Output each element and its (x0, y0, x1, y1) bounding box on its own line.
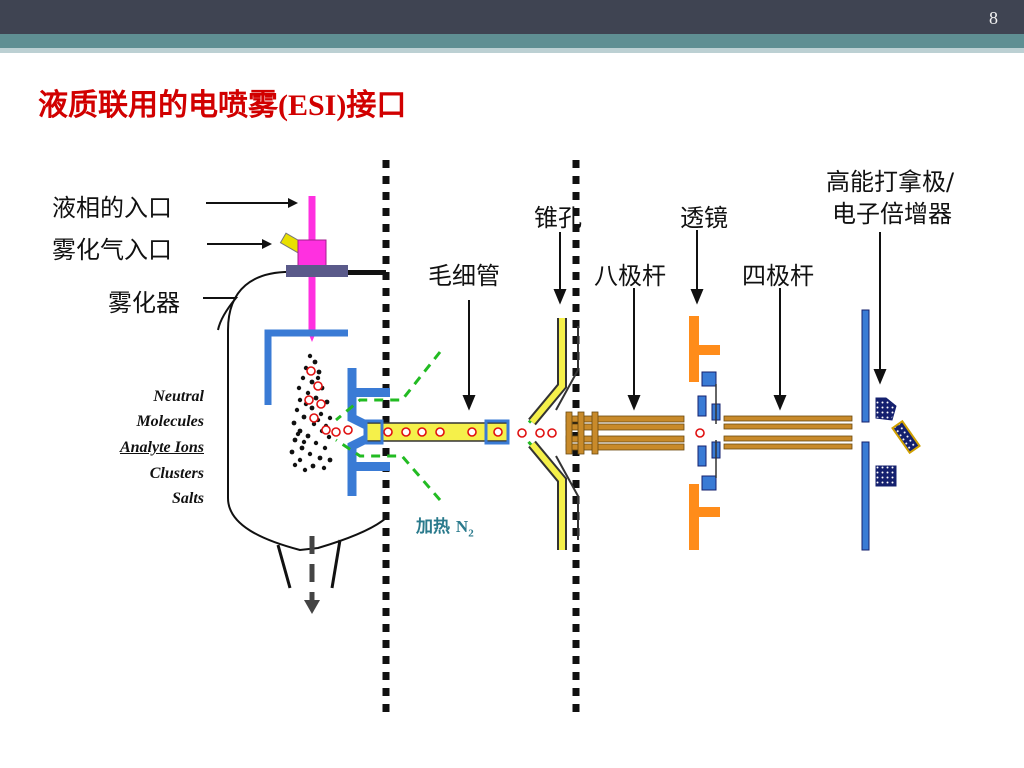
capillary-left-cap (364, 419, 384, 445)
legend-molecules: Molecules (136, 413, 204, 430)
quadrupole (723, 415, 853, 450)
capillary-right-cap (484, 419, 510, 445)
spray-plume (289, 353, 333, 473)
label-octopole: 八极杆 (594, 262, 666, 290)
skimmer-upper-fill (529, 318, 565, 424)
lens-lower (689, 484, 720, 550)
legend-clusters: Clusters (149, 465, 204, 482)
plume-ions (304, 366, 331, 435)
label-heated-gas: 加热 N2 (416, 512, 474, 539)
legend-analyte-ions: Analyte Ions (119, 439, 204, 456)
slide-title: 液质联用的电喷雾(ESI)接口 (38, 80, 406, 124)
component-arrows (462, 230, 887, 411)
pointer-lines (203, 202, 290, 331)
heated-gas-flow (335, 351, 442, 501)
label-detector-line1: 高能打拿极/ (826, 168, 955, 196)
label-detector-line2: 电子倍增器 (832, 200, 952, 228)
heated-gas-subscript: 2 (468, 527, 474, 540)
electrode-lower-fin (352, 462, 390, 471)
page-number: 8 (989, 8, 998, 28)
label-capillary: 毛细管 (428, 262, 500, 290)
nebulizer-head (297, 239, 327, 267)
dynode-upper (875, 397, 897, 421)
dynode-middle (891, 419, 921, 455)
lens-upper (689, 316, 720, 382)
detector-plate-upper (861, 309, 870, 423)
detector-plate-lower (861, 441, 870, 551)
label-quadrupole: 四极杆 (742, 262, 814, 290)
heated-gas-n: N (455, 517, 469, 536)
nebulizer-mount (286, 265, 348, 277)
label-nebulizer-gas-inlet: 雾化气入口 (52, 236, 172, 264)
label-arrows (262, 198, 298, 249)
title-suffix: 接口 (346, 88, 407, 123)
nebulizer-arm (348, 270, 386, 275)
electrode-upper-fin (352, 388, 390, 397)
legend-neutral: Neutral (153, 388, 204, 405)
label-lens: 透镜 (680, 204, 728, 232)
skimmer-lower-fill (529, 442, 565, 550)
drain-arrow-head (304, 600, 320, 614)
top-bar (0, 0, 1024, 34)
spray-shield (264, 329, 348, 405)
dynode-lower (875, 465, 897, 487)
label-skimmer: 锥孔 (534, 204, 582, 232)
legend-salts: Salts (171, 490, 204, 507)
label-liquid-inlet: 液相的入口 (52, 194, 172, 222)
label-nebulizer: 雾化器 (108, 289, 180, 317)
title-esi: (ESI) (278, 89, 347, 122)
spray-chamber (227, 270, 387, 552)
octopole (565, 411, 685, 455)
title-prefix: 液质联用的电喷雾 (38, 88, 278, 123)
ion-stream (331, 425, 705, 438)
drain-left (276, 544, 292, 589)
header-band-light (0, 48, 1024, 53)
heated-gas-prefix: 加热 (416, 517, 456, 537)
skimmer-inner (555, 326, 579, 540)
header-band (0, 34, 1024, 48)
drain-right (330, 539, 342, 589)
